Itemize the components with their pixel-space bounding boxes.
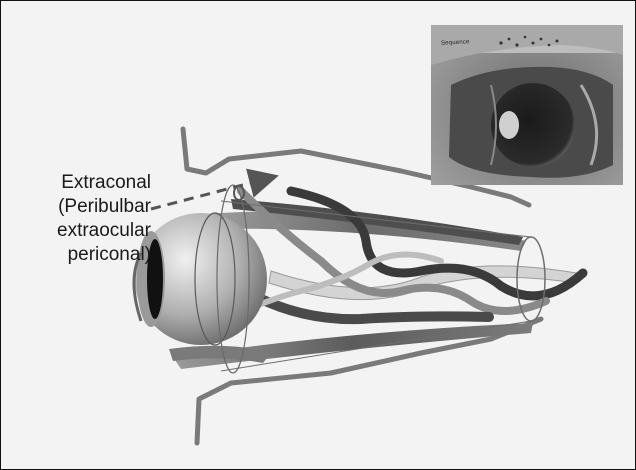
- extraconal-label: Extraconal (Peribulbar extraocular peric…: [23, 171, 151, 267]
- label-line-2: (Peribulbar: [23, 195, 151, 219]
- label-line-3: extraocular: [23, 219, 151, 243]
- label-line-1: Extraconal: [23, 171, 151, 195]
- anatomy-photo-inset: Sequence: [431, 25, 623, 185]
- inset-illustration: [431, 25, 623, 185]
- label-line-4: periconal): [23, 243, 151, 267]
